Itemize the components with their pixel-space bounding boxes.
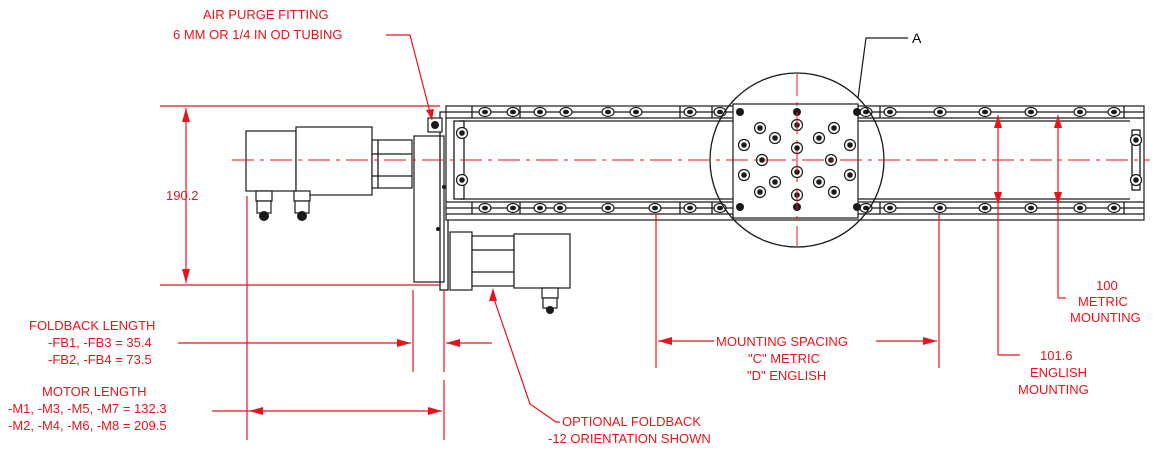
carriage <box>709 72 885 248</box>
foldback-fb1: -FB1, -FB3 = 35.4 <box>48 335 152 350</box>
mounting-spacing-title: MOUNTING SPACING <box>716 334 848 349</box>
detail-a-callout: A <box>857 30 922 99</box>
air-purge-callout: AIR PURGE FITTING 6 MM OR 1/4 IN OD TUBI… <box>173 7 434 121</box>
foldback-motor <box>449 231 571 314</box>
height-dimension: 190.2 <box>160 105 440 286</box>
mounting-spacing-dimension: MOUNTING SPACING "C" METRIC "D" ENGLISH <box>655 214 940 383</box>
english-word: ENGLISH <box>1030 365 1087 380</box>
foldback-fb2: -FB2, -FB4 = 73.5 <box>48 352 152 367</box>
motor-length-dimension: MOTOR LENGTH -M1, -M3, -M5, -M7 = 132.3 … <box>8 196 445 440</box>
english-value: 101.6 <box>1040 348 1073 363</box>
optional-foldback-line-1: OPTIONAL FOLDBACK <box>562 414 701 429</box>
foldback-length-dimension: FOLDBACK LENGTH -FB1, -FB3 = 35.4 -FB2, … <box>29 290 492 372</box>
inline-motor <box>245 126 413 221</box>
metric-mounting-dimension: 100 METRIC MOUNTING <box>1054 115 1141 325</box>
english-mounting-dimension: 101.6 ENGLISH MOUNTING <box>994 115 1089 397</box>
mounting-spacing-english: "D" ENGLISH <box>747 368 826 383</box>
air-purge-line-2: 6 MM OR 1/4 IN OD TUBING <box>173 27 343 42</box>
detail-a-label: A <box>912 30 922 46</box>
motor-title: MOTOR LENGTH <box>42 384 147 399</box>
motor-m2: -M2, -M4, -M6, -M8 = 209.5 <box>8 418 167 433</box>
optional-foldback-callout: OPTIONAL FOLDBACK -12 ORIENTATION SHOWN <box>489 288 711 446</box>
air-purge-line-1: AIR PURGE FITTING <box>203 7 329 22</box>
mounting-spacing-metric: "C" METRIC <box>748 351 820 366</box>
optional-foldback-line-2: -12 ORIENTATION SHOWN <box>548 431 711 446</box>
motor-m1: -M1, -M3, -M5, -M7 = 132.3 <box>8 401 167 416</box>
height-value: 190.2 <box>166 188 199 203</box>
foldback-title: FOLDBACK LENGTH <box>29 318 155 333</box>
metric-mounting-word: MOUNTING <box>1070 310 1141 325</box>
metric-word: METRIC <box>1078 294 1128 309</box>
motor-connector <box>255 190 311 221</box>
metric-value: 100 <box>1096 278 1118 293</box>
english-mounting-word: MOUNTING <box>1018 382 1089 397</box>
